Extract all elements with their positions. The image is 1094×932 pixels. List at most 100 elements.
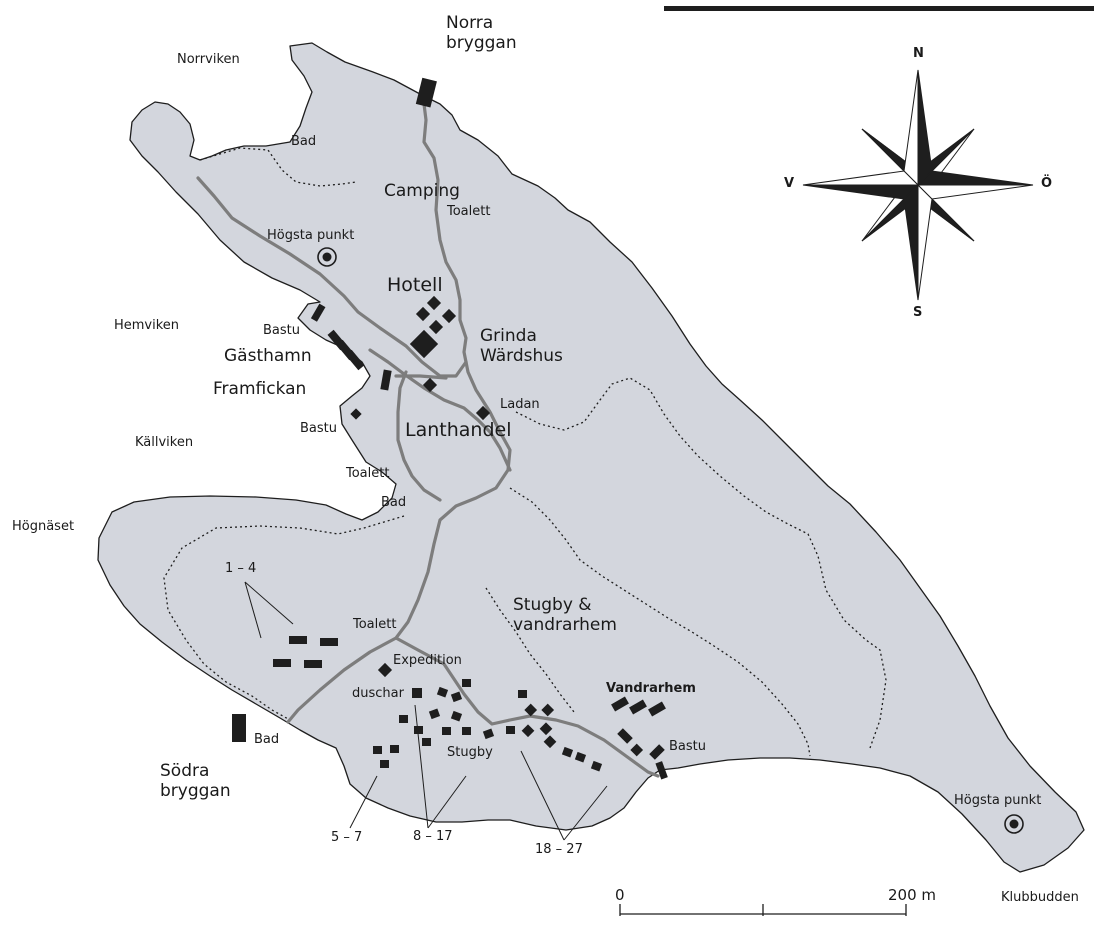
bad-mid-label: Bad (381, 495, 407, 510)
cabin (482, 728, 495, 740)
cabins-8-17-label: 8 – 17 (413, 829, 453, 844)
norrviken-label: Norrviken (177, 52, 240, 67)
cabin (442, 727, 451, 735)
expedition-label: Expedition (393, 653, 462, 668)
hognaset-label: Högnäset (12, 519, 75, 534)
toalett-mid-label: Toalett (346, 466, 390, 481)
hogsta-punkt-north-label: Högsta punkt (267, 228, 355, 243)
sodra-bryggan-pier (232, 714, 246, 742)
cabin (462, 679, 471, 687)
grinda-wardshus-label: Grinda Wärdshus (480, 326, 563, 366)
bad-north-label: Bad (291, 134, 317, 149)
hogsta-punkt-south-label: Högsta punkt (954, 793, 1042, 808)
cabins-1-4-label: 1 – 4 (225, 561, 257, 576)
cabins-5-7-label: 5 – 7 (331, 830, 363, 845)
sodra-bryggan-label: Södra bryggan (160, 761, 231, 801)
buildings (232, 77, 668, 780)
cabin (273, 659, 291, 667)
bad-south-label: Bad (254, 732, 280, 747)
compass-rose (802, 69, 1034, 301)
duschar-building (412, 688, 422, 698)
scale-end-label: 200 m (888, 886, 937, 904)
compass-west-label: V (784, 176, 795, 191)
cabin (399, 715, 408, 723)
vandrarhem-building (629, 699, 647, 715)
cabin (428, 708, 441, 720)
cabin (373, 746, 382, 754)
cabin (543, 735, 557, 749)
norra-bryggan-pier (415, 77, 437, 108)
cabin (590, 760, 603, 772)
camping-label: Camping (384, 181, 460, 201)
cabin (462, 727, 471, 735)
cabin (450, 691, 463, 703)
cabin (380, 760, 389, 768)
framfickan-pier (380, 369, 392, 391)
compass-east-label: Ö (1041, 176, 1053, 191)
compass-south-label: S (913, 305, 923, 320)
cabin (304, 660, 322, 668)
scale-bar (619, 904, 907, 916)
cabin (390, 745, 399, 753)
cabin (436, 686, 449, 698)
cabin (521, 724, 535, 738)
cabin (422, 738, 431, 746)
roads (196, 102, 660, 778)
cabin (561, 746, 574, 758)
hotell-building (426, 295, 442, 311)
compass-north-label: N (913, 46, 924, 61)
lanthandel-label: Lanthandel (405, 419, 512, 441)
vandrarhem-building (648, 701, 666, 717)
duschar-label: duschar (352, 686, 404, 701)
cabin (524, 703, 538, 717)
expedition-building (377, 662, 393, 678)
south-pier (655, 761, 668, 780)
cabin (414, 726, 423, 734)
cabin (289, 636, 307, 644)
cabins-18-27-label: 18 – 27 (535, 842, 583, 857)
toalett-south-label: Toalett (353, 617, 397, 632)
scale-start-label: 0 (615, 886, 625, 904)
hotell-building (441, 308, 457, 324)
bastu-hamn-label: Bastu (263, 323, 300, 338)
cabin (518, 690, 527, 698)
kallviken-label: Källviken (135, 435, 194, 450)
toalett-north-label: Toalett (447, 204, 491, 219)
cabin (574, 751, 587, 763)
cabin (506, 726, 515, 734)
gasthamn-jetty (345, 349, 365, 371)
header-rule (664, 6, 1094, 11)
vandrarhem-building (617, 728, 633, 744)
hemviken-label: Hemviken (114, 318, 180, 333)
vandrarhem-label: Vandrarhem (606, 681, 696, 696)
bastu-south-label: Bastu (669, 739, 706, 754)
vandrarhem-building (611, 696, 629, 712)
hotell-label: Hotell (387, 274, 443, 296)
building (422, 377, 438, 393)
bastu-pier (310, 303, 326, 322)
framfickan-label: Framfickan (213, 379, 307, 399)
footpaths (163, 147, 887, 757)
klubbudden-label: Klubbudden (1001, 890, 1079, 905)
lanthandel-building (475, 405, 491, 421)
bastu-building (350, 408, 362, 420)
norra-bryggan-label: Norra bryggan (446, 13, 517, 53)
cabin (539, 722, 553, 736)
viewpoint-south (1004, 814, 1024, 834)
gasthamn-label: Gästhamn (224, 346, 312, 366)
stugby-label: Stugby (447, 745, 493, 760)
viewpoint-north (317, 247, 337, 267)
grinda-wardshus-building (409, 329, 439, 359)
cabin (541, 703, 555, 717)
building (630, 743, 644, 757)
ladan-label: Ladan (500, 397, 540, 412)
cabin (320, 638, 338, 646)
hotell-building (428, 319, 444, 335)
cabin (450, 710, 463, 722)
leader-lines (244, 581, 608, 841)
hotell-building (415, 306, 431, 322)
bastu-west-label: Bastu (300, 421, 337, 436)
bastu-building (649, 744, 665, 760)
